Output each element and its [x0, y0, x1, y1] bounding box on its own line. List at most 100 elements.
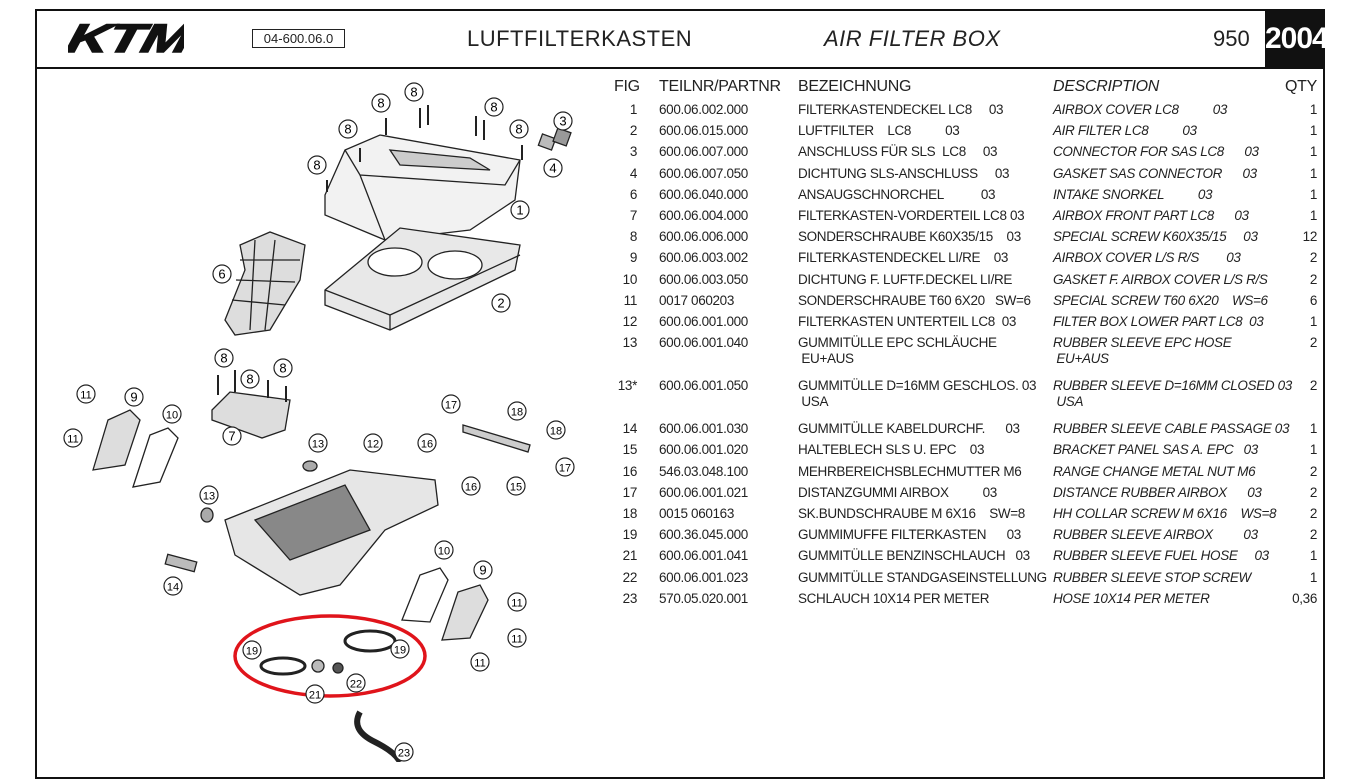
cell-desc: CONNECTOR FOR SAS LC8 03 [1053, 144, 1259, 160]
callout-number: 8 [220, 351, 227, 366]
cell-desc: FILTER BOX LOWER PART LC8 03 [1053, 314, 1264, 329]
cell-qty: 1 [1309, 102, 1318, 117]
callout-4: 4 [543, 158, 563, 178]
cell-qty: 1 [1309, 421, 1318, 437]
ktm-logo: KTM [68, 16, 184, 62]
cell-desc: HH COLLAR SCREW M 6X16 WS=8 [1053, 506, 1277, 521]
callout-8: 8 [404, 82, 424, 102]
callout-number: 15 [510, 482, 522, 494]
callout-number: 21 [309, 690, 321, 702]
airbox-cover-part [324, 134, 521, 241]
cell-fig: 18 [622, 506, 638, 521]
col-description: DESCRIPTION [1053, 78, 1160, 95]
cell-desc2: USA [1053, 394, 1084, 410]
callout-18: 18 [546, 420, 566, 440]
cell-fig: 6 [629, 186, 638, 202]
callout-number: 8 [313, 158, 320, 173]
callout-number: 10 [166, 410, 178, 422]
callout-11: 11 [507, 592, 527, 612]
callout-11: 11 [507, 628, 527, 648]
callout-7: 7 [222, 426, 242, 446]
cell-desc: AIRBOX COVER L/S R/S 03 [1053, 250, 1241, 266]
cell-desc: DISTANCE RUBBER AIRBOX 03 [1053, 484, 1262, 500]
cell-fig: 3 [629, 144, 638, 160]
snorkel-part [224, 231, 306, 336]
cell-partnr: 600.06.001.020 [659, 442, 748, 458]
cell-fig: 16 [622, 463, 638, 479]
callout-number: 9 [130, 390, 137, 405]
callout-16: 16 [417, 433, 437, 453]
callout-number: 14 [167, 582, 179, 594]
cell-fig: 8 [629, 229, 638, 245]
callout-number: 9 [479, 563, 486, 578]
cell-qty: 1 [1309, 208, 1318, 223]
cell-desc: RUBBER SLEEVE D=16MM CLOSED 03 [1053, 378, 1292, 394]
cell-qty: 1 [1309, 123, 1318, 139]
cell-partnr: 600.06.040.000 [659, 186, 748, 202]
callout-number: 23 [398, 748, 410, 760]
cell-qty: 2 [1309, 527, 1318, 543]
callout-number: 16 [421, 439, 433, 451]
callout-8: 8 [484, 97, 504, 117]
cell-bez: ANSCHLUSS FÜR SLS LC8 03 [798, 144, 998, 160]
cell-desc: RANGE CHANGE METAL NUT M6 [1053, 463, 1256, 479]
callout-22: 22 [346, 673, 366, 693]
brand-logo-text: KTM [68, 16, 184, 62]
callout-number: 8 [515, 122, 522, 137]
callout-11: 11 [63, 428, 83, 448]
callout-17: 17 [441, 394, 461, 414]
callout-number: 18 [511, 407, 523, 419]
callout-9: 9 [473, 560, 493, 580]
cell-qty: 2 [1309, 335, 1318, 351]
cell-partnr: 600.06.002.000 [659, 102, 748, 117]
cell-desc2: EU+AUS [1053, 351, 1109, 367]
cell-bez: GUMMITÜLLE KABELDURCHF. 03 [798, 421, 1020, 437]
cell-fig: 7 [629, 208, 638, 223]
callout-number: 11 [67, 434, 78, 446]
callout-8: 8 [509, 119, 529, 139]
front-part [211, 391, 291, 439]
callout-12: 12 [363, 433, 383, 453]
col-bezeichnung: BEZEICHNUNG [798, 78, 912, 95]
title-german: LUFTFILTERKASTEN [467, 26, 693, 51]
cell-bez: FILTERKASTENDECKEL LI/RE 03 [798, 250, 1009, 266]
callout-number: 10 [438, 546, 450, 558]
cell-fig: 4 [629, 165, 638, 181]
cell-qty: 1 [1309, 548, 1318, 564]
cell-desc: GASKET F. AIRBOX COVER L/S R/S [1053, 271, 1268, 287]
cell-fig: 15 [622, 442, 638, 458]
callout-number: 12 [367, 439, 379, 451]
screw-set-top [326, 105, 523, 192]
cell-desc: AIRBOX COVER LC8 03 [1053, 102, 1228, 117]
cell-fig: 14 [622, 421, 638, 437]
cell-bez: GUMMITÜLLE EPC SCHLÄUCHE [798, 335, 997, 351]
cell-partnr: 600.06.007.050 [659, 165, 748, 181]
side-gasket-right [401, 567, 449, 623]
cell-bez: GUMMITÜLLE BENZINSCHLAUCH 03 [798, 548, 1030, 564]
callout-number: 11 [80, 390, 91, 402]
highlight-ellipse [233, 614, 427, 698]
page-code: 04-600.06.0 [252, 29, 345, 48]
callout-number: 17 [445, 400, 457, 412]
callout-number: 16 [465, 482, 477, 494]
side-gasket-left [132, 427, 179, 488]
cell-bez: GUMMIMUFFE FILTERKASTEN 03 [798, 527, 1021, 543]
callout-number: 8 [246, 372, 253, 387]
col-partnr: TEILNR/PARTNR [659, 78, 781, 95]
cell-qty: 0,36 [1292, 590, 1317, 606]
cell-fig: 1 [629, 102, 638, 117]
callout-number: 8 [279, 361, 286, 376]
cell-bez: SK.BUNDSCHRAUBE M 6X16 SW=8 [798, 506, 1025, 521]
cell-bez: DISTANZGUMMI AIRBOX 03 [798, 484, 997, 500]
callout-number: 7 [228, 429, 235, 444]
callout-2: 2 [491, 293, 511, 313]
cell-partnr: 600.06.004.000 [659, 208, 748, 223]
cell-partnr: 600.06.003.002 [659, 250, 748, 266]
cell-qty: 12 [1302, 229, 1318, 245]
cell-fig: 13* [617, 378, 638, 394]
cell-qty: 2 [1309, 484, 1318, 500]
callout-number: 1 [516, 203, 523, 218]
callout-number: 4 [549, 161, 556, 176]
